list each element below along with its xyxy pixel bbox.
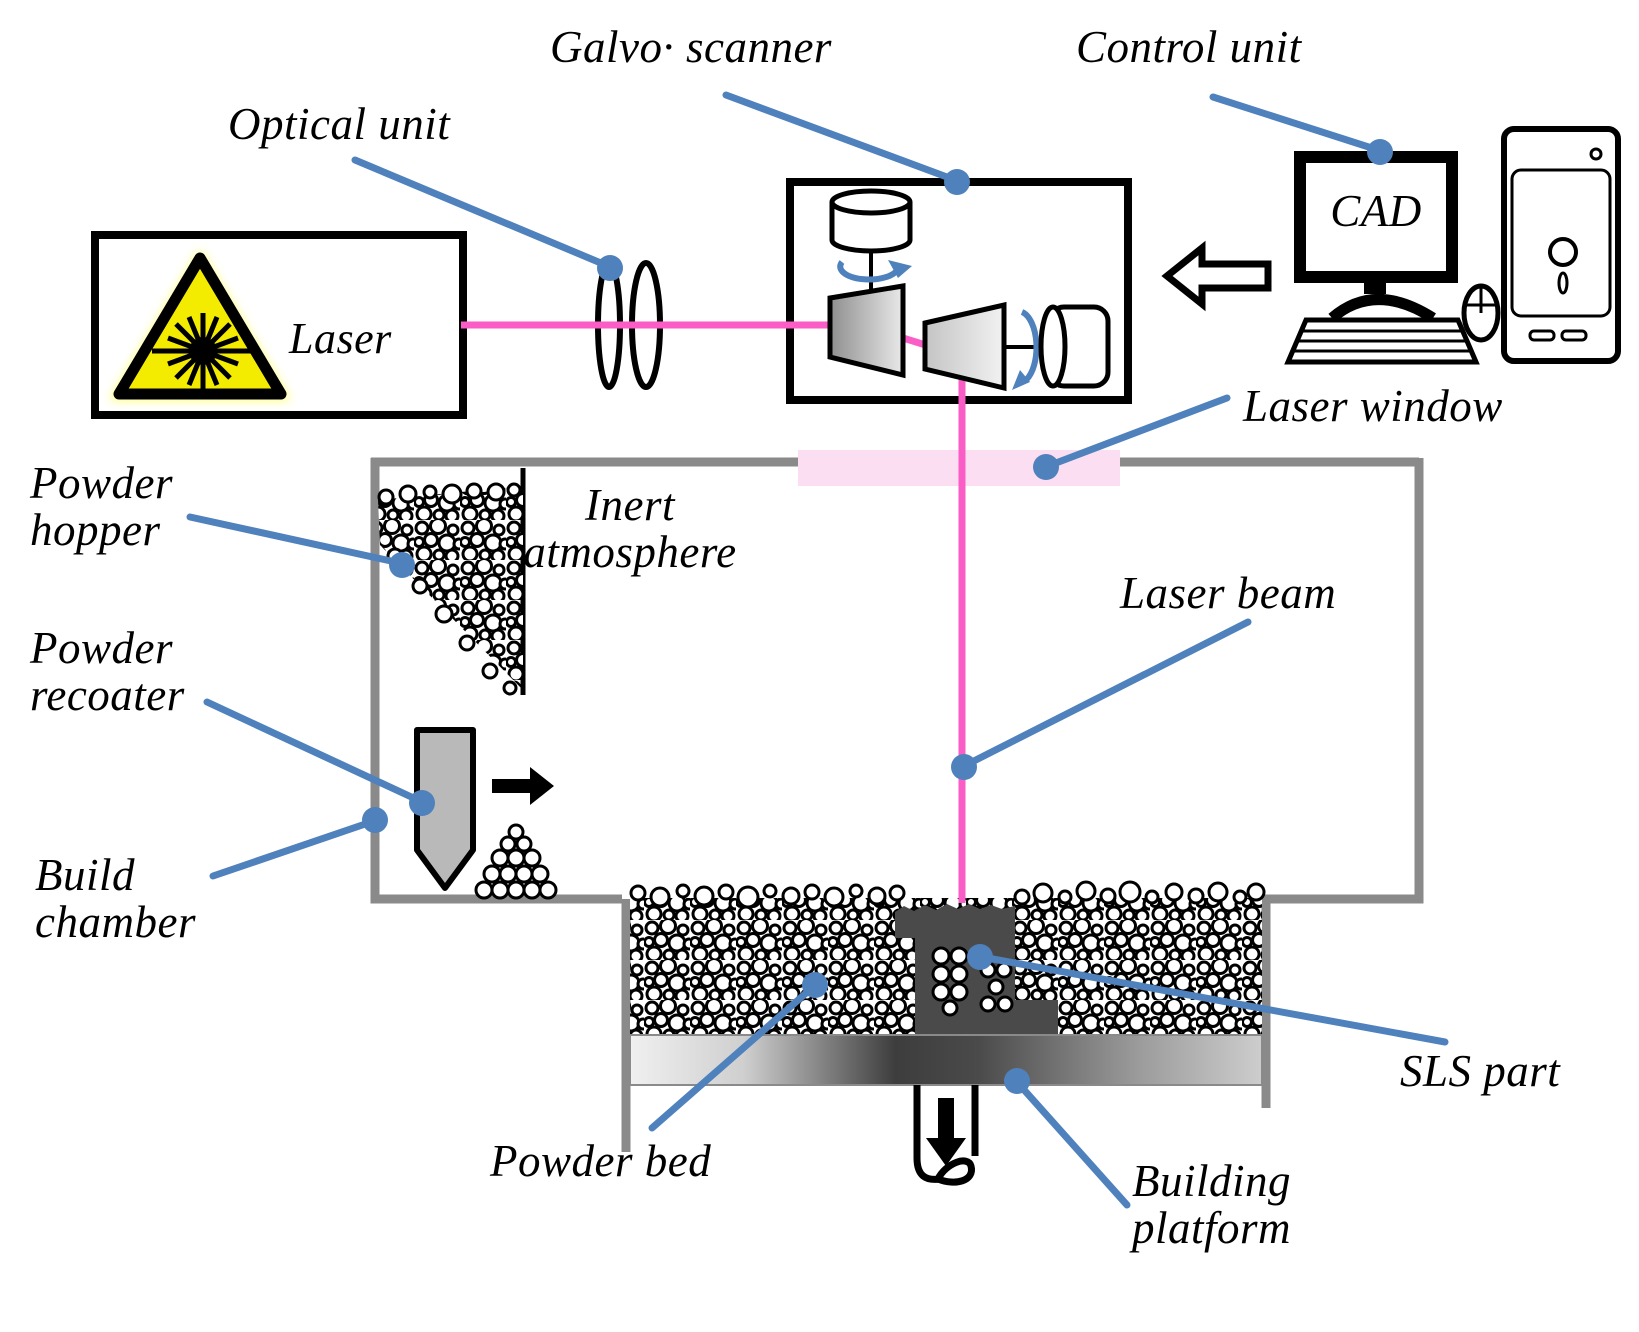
tower-pc (1501, 126, 1621, 364)
label-laser-beam: Laser beam (1120, 568, 1337, 618)
galvo-mirror-y (922, 301, 1007, 392)
callout-build-chamber (209, 817, 378, 880)
callout-dots (362, 139, 1393, 1094)
build-chamber-walls (370, 457, 1424, 1152)
galvo-internals (827, 188, 1111, 392)
callout-control-unit (1209, 93, 1382, 154)
laser-box (91, 231, 467, 419)
sls-part-powder-pockets (931, 946, 1014, 1017)
rotation-arrow-icon (837, 260, 901, 283)
label-optical-unit: Optical unit (228, 99, 451, 149)
label-laser-window: Laser window (1243, 381, 1503, 431)
callout-lines (186, 91, 1449, 1209)
platform-piston (913, 1085, 979, 1186)
control-unit-computer (1284, 126, 1621, 365)
laser-warning-icon (110, 250, 290, 400)
building-platform (629, 1034, 1263, 1086)
galvo-mirror-x (827, 283, 906, 379)
recoater-blade (414, 727, 476, 891)
label-powder-hopper: Powder hopper (30, 458, 173, 555)
label-control-unit: Control unit (1076, 22, 1302, 72)
callout-powder-hopper (186, 513, 404, 567)
galvo-motor-vertical (829, 188, 913, 254)
label-powder-bed: Powder bed (490, 1136, 712, 1186)
label-cad: CAD (1330, 186, 1422, 236)
powder-bed-surface-bumps (629, 880, 1266, 909)
powder-recoater (414, 727, 558, 900)
rotation-arrow-icon (1020, 309, 1040, 383)
label-galvo-scanner: Galvo· scanner (550, 22, 832, 72)
label-build-chamber: Build chamber (35, 850, 196, 947)
callout-building-platform (1013, 1078, 1131, 1209)
label-building-platform: Building platform (1132, 1156, 1292, 1253)
label-inert-atmosphere: Inert atmosphere (523, 480, 737, 577)
recoater-right-arrow-icon (492, 767, 554, 805)
powder-hopper (377, 468, 526, 696)
callout-powder-recoater (203, 698, 424, 805)
recoater-powder-pile (474, 823, 558, 900)
data-flow-arrow-left-icon (1161, 240, 1272, 312)
laser-beam (461, 320, 966, 903)
label-laser: Laser (289, 314, 392, 363)
piston-down-arrow-icon (926, 1098, 966, 1166)
callout-powder-bed (648, 983, 817, 1132)
callout-optical-unit (351, 156, 612, 270)
hopper-powder-bumps (377, 482, 522, 696)
callout-laser-window (1044, 394, 1231, 470)
callout-laser-beam (960, 618, 1252, 770)
callout-sls-part (978, 953, 1449, 1046)
label-sls-part: SLS part (1400, 1046, 1561, 1096)
galvo-motor-horizontal (1038, 304, 1111, 389)
callout-galvo-scanner (722, 91, 959, 184)
label-powder-recoater: Powder recoater (30, 623, 185, 720)
